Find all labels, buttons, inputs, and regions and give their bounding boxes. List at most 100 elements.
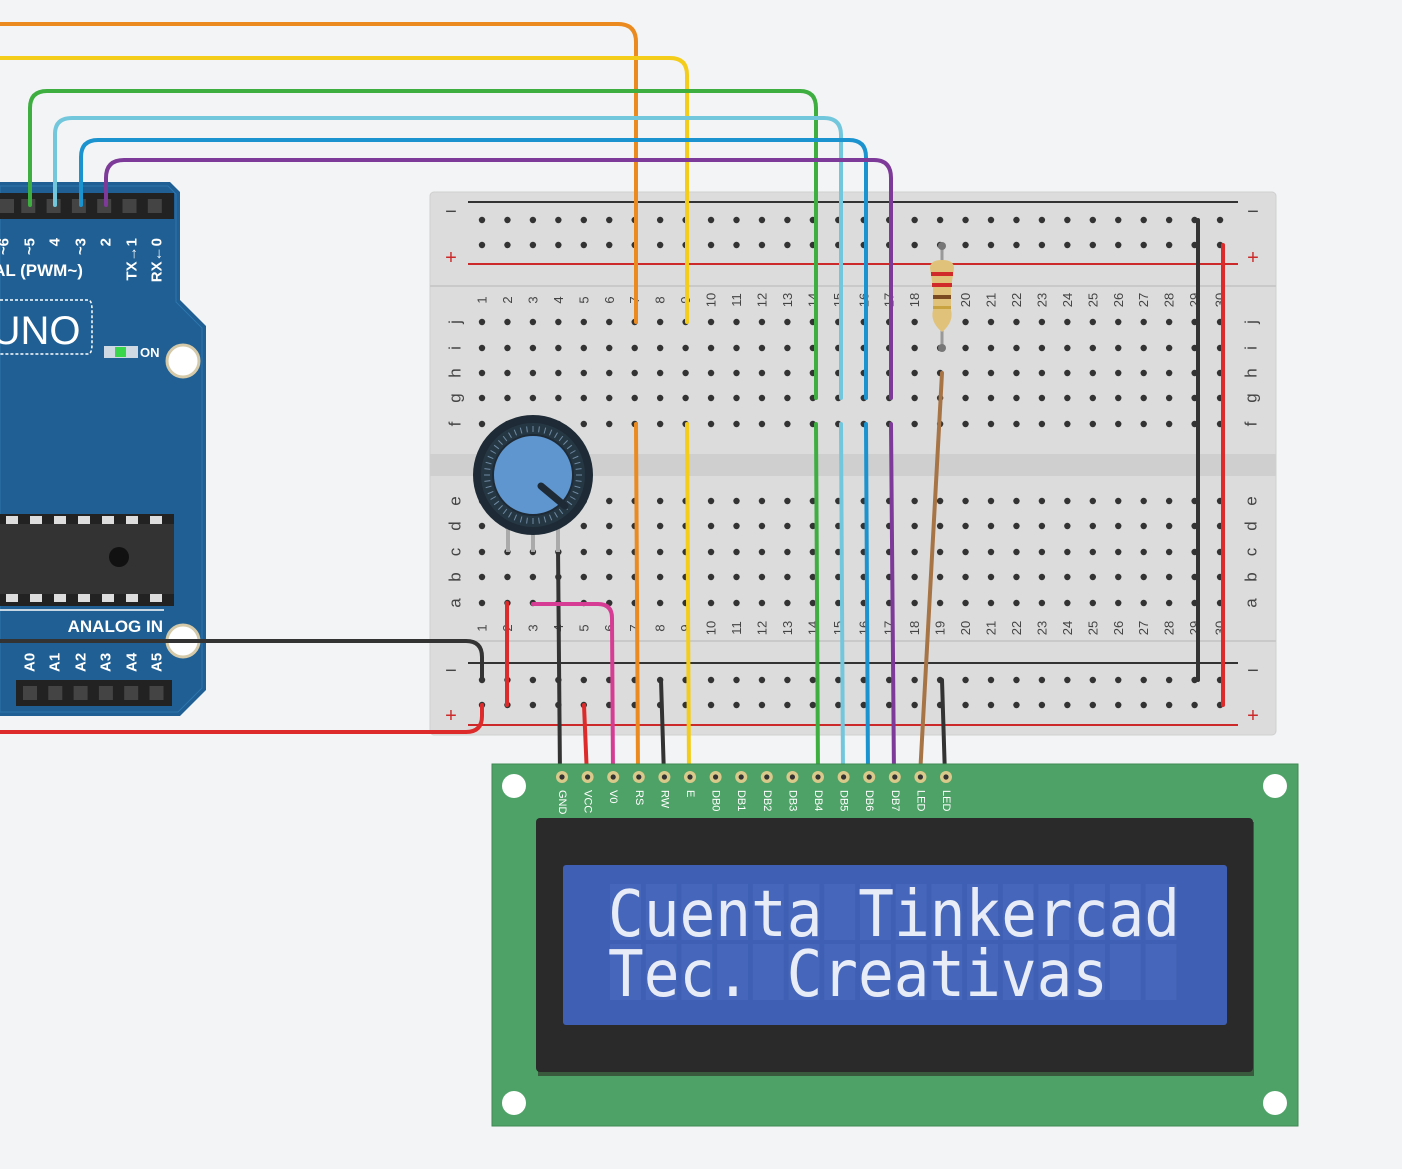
breadboard-hole[interactable] (784, 573, 791, 581)
breadboard-hole[interactable] (1165, 420, 1173, 428)
breadboard-hole[interactable] (504, 369, 511, 377)
breadboard-hole[interactable] (911, 548, 918, 556)
header-hole[interactable] (0, 199, 14, 213)
breadboard-hole[interactable] (784, 344, 791, 352)
rail-hole[interactable] (784, 701, 791, 709)
breadboard-hole[interactable] (529, 369, 537, 377)
rail-hole[interactable] (606, 216, 613, 224)
breadboard-hole[interactable] (1089, 548, 1097, 556)
rail-hole[interactable] (1013, 701, 1020, 709)
rail-hole[interactable] (1165, 241, 1173, 249)
breadboard-hole[interactable] (478, 394, 486, 402)
breadboard-hole[interactable] (682, 394, 689, 402)
breadboard-hole[interactable] (580, 420, 587, 428)
breadboard[interactable]: − − + + − − + + 112233445566778899101011… (429, 191, 1277, 736)
breadboard-hole[interactable] (478, 573, 486, 581)
breadboard-hole[interactable] (987, 369, 995, 377)
breadboard-hole[interactable] (656, 318, 664, 326)
breadboard-hole[interactable] (809, 548, 817, 556)
breadboard-hole[interactable] (656, 522, 664, 530)
breadboard-hole[interactable] (1013, 420, 1020, 428)
breadboard-hole[interactable] (478, 318, 486, 326)
breadboard-hole[interactable] (1038, 344, 1046, 352)
breadboard-hole[interactable] (758, 497, 766, 505)
breadboard-hole[interactable] (758, 420, 766, 428)
rail-hole[interactable] (860, 676, 867, 684)
rail-hole[interactable] (1115, 241, 1122, 249)
breadboard-hole[interactable] (1165, 318, 1173, 326)
breadboard-hole[interactable] (504, 573, 511, 581)
breadboard-hole[interactable] (733, 344, 740, 352)
breadboard-hole[interactable] (580, 344, 587, 352)
rail-hole[interactable] (911, 241, 918, 249)
rail-hole[interactable] (962, 676, 969, 684)
rail-hole[interactable] (1140, 676, 1147, 684)
breadboard-hole[interactable] (1165, 599, 1173, 607)
breadboard-hole[interactable] (784, 394, 791, 402)
breadboard-hole[interactable] (478, 344, 486, 352)
breadboard-hole[interactable] (606, 522, 613, 530)
breadboard-hole[interactable] (707, 318, 715, 326)
rail-hole[interactable] (733, 676, 740, 684)
breadboard-hole[interactable] (936, 548, 944, 556)
breadboard-hole[interactable] (1013, 497, 1020, 505)
breadboard-hole[interactable] (631, 394, 638, 402)
breadboard-hole[interactable] (911, 318, 918, 326)
breadboard-hole[interactable] (1115, 497, 1122, 505)
header-hole[interactable] (73, 686, 88, 700)
rail-hole[interactable] (580, 241, 587, 249)
breadboard-hole[interactable] (1064, 420, 1071, 428)
rail-hole[interactable] (1089, 701, 1097, 709)
breadboard-hole[interactable] (733, 522, 740, 530)
breadboard-hole[interactable] (733, 318, 740, 326)
breadboard-hole[interactable] (758, 344, 766, 352)
breadboard-hole[interactable] (1013, 599, 1020, 607)
breadboard-hole[interactable] (784, 369, 791, 377)
breadboard-hole[interactable] (1064, 394, 1071, 402)
breadboard-hole[interactable] (1089, 599, 1097, 607)
breadboard-hole[interactable] (987, 344, 995, 352)
breadboard-hole[interactable] (758, 394, 766, 402)
breadboard-hole[interactable] (911, 573, 918, 581)
breadboard-hole[interactable] (835, 599, 842, 607)
breadboard-hole[interactable] (733, 548, 740, 556)
breadboard-hole[interactable] (631, 344, 638, 352)
breadboard-hole[interactable] (1089, 420, 1097, 428)
breadboard-hole[interactable] (936, 522, 944, 530)
header-hole[interactable] (122, 199, 137, 213)
rail-hole[interactable] (911, 676, 918, 684)
rail-hole[interactable] (1038, 216, 1046, 224)
breadboard-hole[interactable] (606, 497, 613, 505)
rail-hole[interactable] (555, 241, 562, 249)
breadboard-hole[interactable] (911, 369, 918, 377)
breadboard-hole[interactable] (606, 548, 613, 556)
breadboard-hole[interactable] (1140, 344, 1147, 352)
rail-hole[interactable] (656, 216, 664, 224)
breadboard-hole[interactable] (606, 369, 613, 377)
rail-hole[interactable] (911, 701, 918, 709)
rail-hole[interactable] (1038, 701, 1046, 709)
breadboard-hole[interactable] (478, 548, 486, 556)
breadboard-hole[interactable] (809, 599, 817, 607)
breadboard-hole[interactable] (1140, 573, 1147, 581)
rail-hole[interactable] (1165, 701, 1173, 709)
breadboard-hole[interactable] (1038, 497, 1046, 505)
breadboard-hole[interactable] (1115, 318, 1122, 326)
breadboard-hole[interactable] (707, 573, 715, 581)
breadboard-hole[interactable] (1064, 344, 1071, 352)
rail-hole[interactable] (478, 216, 486, 224)
rail-hole[interactable] (758, 676, 766, 684)
breadboard-hole[interactable] (656, 420, 664, 428)
rail-hole[interactable] (809, 676, 817, 684)
breadboard-hole[interactable] (1165, 497, 1173, 505)
rail-hole[interactable] (529, 701, 537, 709)
breadboard-hole[interactable] (504, 344, 511, 352)
breadboard-hole[interactable] (478, 522, 486, 530)
header-hole[interactable] (48, 686, 63, 700)
potentiometer[interactable] (473, 415, 593, 552)
breadboard-hole[interactable] (1115, 573, 1122, 581)
breadboard-hole[interactable] (962, 369, 969, 377)
breadboard-hole[interactable] (936, 573, 944, 581)
breadboard-hole[interactable] (682, 344, 689, 352)
